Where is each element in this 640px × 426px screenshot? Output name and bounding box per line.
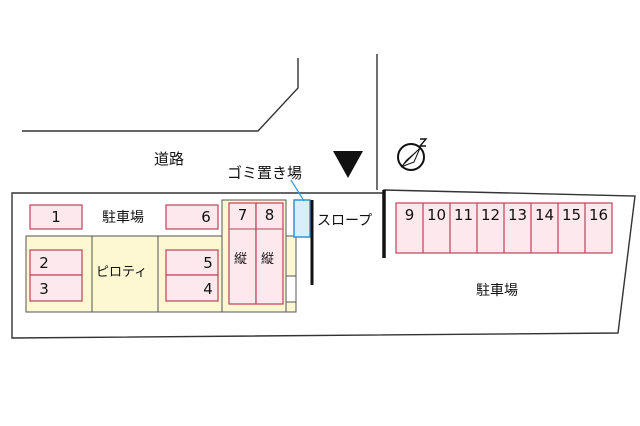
spot-number-7: 7 (237, 206, 248, 224)
parking-spot-6 (165, 204, 219, 230)
parking-spot-8 (255, 202, 284, 305)
parking-spot-1 (29, 204, 83, 230)
parking-spot-4 (165, 274, 219, 302)
parking-left-label: 駐車場 (102, 210, 144, 226)
spot-number-14: 14 (534, 206, 555, 224)
parking-spot-2 (29, 249, 83, 276)
spot-number-6: 6 (201, 208, 211, 226)
slope-label: スロープ (317, 213, 373, 229)
pilotis-label: ピロティ (96, 265, 148, 280)
road-label: 道路 (154, 150, 185, 168)
spot-number-15: 15 (561, 206, 582, 224)
garbage-leader (290, 179, 305, 202)
spot-number-1: 1 (51, 208, 61, 226)
spot-number-9: 9 (404, 206, 415, 224)
right-parking-row (395, 202, 613, 254)
tandem-label-7: 縦 (234, 252, 248, 267)
spot-number-8: 8 (264, 206, 275, 224)
spot-number-2: 2 (39, 254, 49, 272)
spot-number-16: 16 (588, 206, 609, 224)
spot-number-13: 13 (507, 206, 528, 224)
road-edge-left (22, 58, 299, 132)
entrance-arrow-icon (333, 151, 363, 178)
garbage-label: ゴミ置き場 (227, 164, 303, 182)
parking-right-label: 駐車場 (476, 283, 518, 299)
parking-spot-3 (29, 274, 83, 302)
parking-spot-5 (165, 249, 219, 276)
north-compass-icon (397, 138, 428, 171)
spot-number-4: 4 (203, 280, 213, 298)
spot-number-11: 11 (453, 206, 474, 224)
spot-number-10: 10 (426, 206, 447, 224)
tandem-label-8: 縦 (261, 252, 275, 267)
garbage-area (293, 199, 311, 238)
spot-number-3: 3 (39, 280, 49, 298)
spot-number-5: 5 (203, 254, 213, 272)
spot-number-12: 12 (480, 206, 501, 224)
